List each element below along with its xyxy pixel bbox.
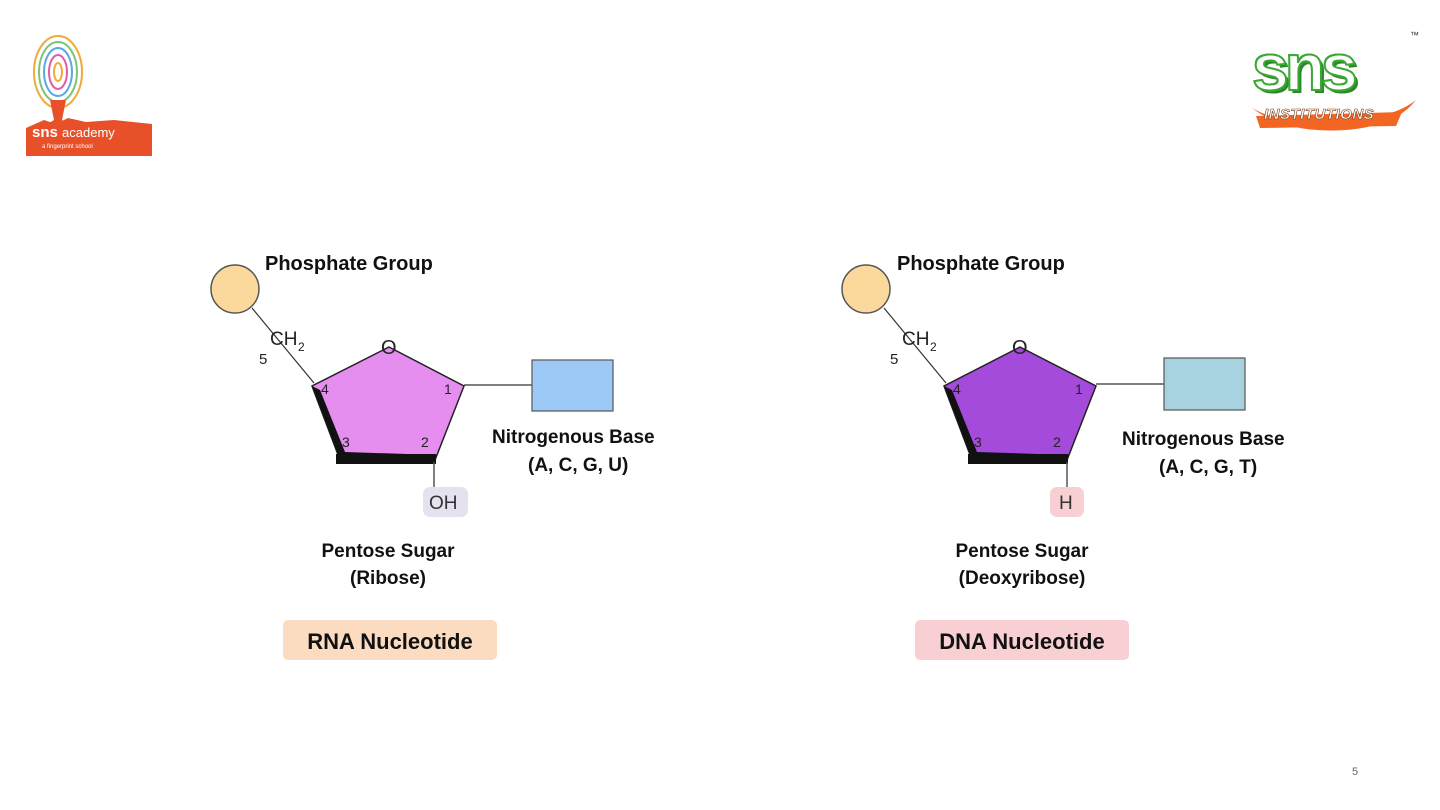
dna-title-bg (915, 620, 1129, 660)
deoxyribose-ring-bottom-edge (968, 454, 1068, 464)
phosphate-group-label: Phosphate Group (265, 253, 433, 275)
logo-tm: ™ (1410, 30, 1419, 40)
nitrogenous-base-rect (531, 359, 614, 412)
dna-structure-svg: Phosphate Group CH 2 5 O 1 2 3 4 Nitroge… (841, 253, 1285, 660)
rna-nucleotide-diagram: Phosphate Group CH 2 5 O 1 2 3 4 Nitroge… (0, 0, 720, 705)
phosphate-circle (841, 264, 891, 314)
ch2-label: CH (902, 329, 929, 350)
thymine-highlight: T (1239, 457, 1251, 478)
logo-brand-text-right: SNS (1251, 29, 1359, 105)
dna-nucleotide-diagram: Phosphate Group CH 2 5 O 1 2 3 4 Nitroge… (841, 253, 1285, 660)
carbon-2-label: 2 (1053, 434, 1061, 450)
carbon-5-label: 5 (259, 351, 267, 368)
ribose-label: (Ribose) (350, 568, 426, 589)
oh-substituent-label: OH (429, 493, 458, 514)
ribose-ring-bottom-edge (336, 454, 436, 464)
h-substituent-label: H (1059, 493, 1073, 514)
ch2-subscript: 2 (930, 340, 937, 354)
nitrogenous-base-rect (1163, 357, 1246, 411)
carbon-1-label: 1 (1075, 381, 1083, 397)
nitrogenous-base-label: Nitrogenous Base (1122, 429, 1285, 450)
dna-nucleotide-title: DNA Nucleotide (939, 629, 1104, 654)
carbon-3-label: 3 (974, 434, 982, 450)
logo-name-text-right: INSTITUTIONS (1264, 106, 1375, 124)
sns-institutions-logo: SNS ™ INSTITUTIONS (1246, 29, 1420, 132)
ch2-label: CH (270, 329, 297, 350)
logo-name-text: academy (62, 125, 115, 140)
carbon-4-label: 4 (953, 381, 961, 397)
pentose-sugar-label: Pentose Sugar (321, 541, 455, 562)
institutions-swoosh-icon (1252, 100, 1416, 131)
page-number: 5 (1352, 766, 1359, 778)
phosphate-group-label: Phosphate Group (897, 253, 1065, 275)
carbon-5-label: 5 (890, 351, 898, 368)
deoxyribose-label: (Deoxyribose) (959, 568, 1086, 589)
ch2-subscript: 2 (298, 340, 305, 354)
base-list: (A, C, G, T) (1159, 457, 1257, 478)
carbon-2-label: 2 (421, 434, 429, 450)
logo-brand-text: SNS (32, 124, 58, 141)
logo-tagline: a fingerprint school (42, 144, 93, 150)
phosphate-circle (210, 264, 260, 314)
fingerprint-icon (26, 35, 152, 156)
uracil-highlight: U (608, 455, 622, 476)
rna-nucleotide-title: RNA Nucleotide (307, 629, 472, 654)
phosphate-bond-line (251, 307, 315, 384)
pentose-sugar-label: Pentose Sugar (955, 541, 1089, 562)
carbon-3-label: 3 (342, 434, 350, 450)
rna-title-bg (283, 620, 497, 660)
carbon-4-label: 4 (321, 381, 329, 397)
sns-academy-logo: SNS academy a fingerprint school (24, 20, 156, 156)
oh-substituent-bg (423, 487, 468, 517)
nitrogenous-base-label: Nitrogenous Base (492, 427, 655, 448)
rna-structure-svg: Phosphate Group CH 2 5 O 1 2 3 4 Nitroge… (210, 253, 655, 660)
ring-oxygen-label: O (381, 337, 397, 359)
ring-oxygen-label: O (1012, 337, 1028, 359)
h-substituent-bg (1050, 487, 1084, 517)
base-list: (A, C, G, U) (528, 455, 628, 476)
carbon-1-label: 1 (444, 381, 452, 397)
phosphate-bond-line (883, 307, 947, 384)
